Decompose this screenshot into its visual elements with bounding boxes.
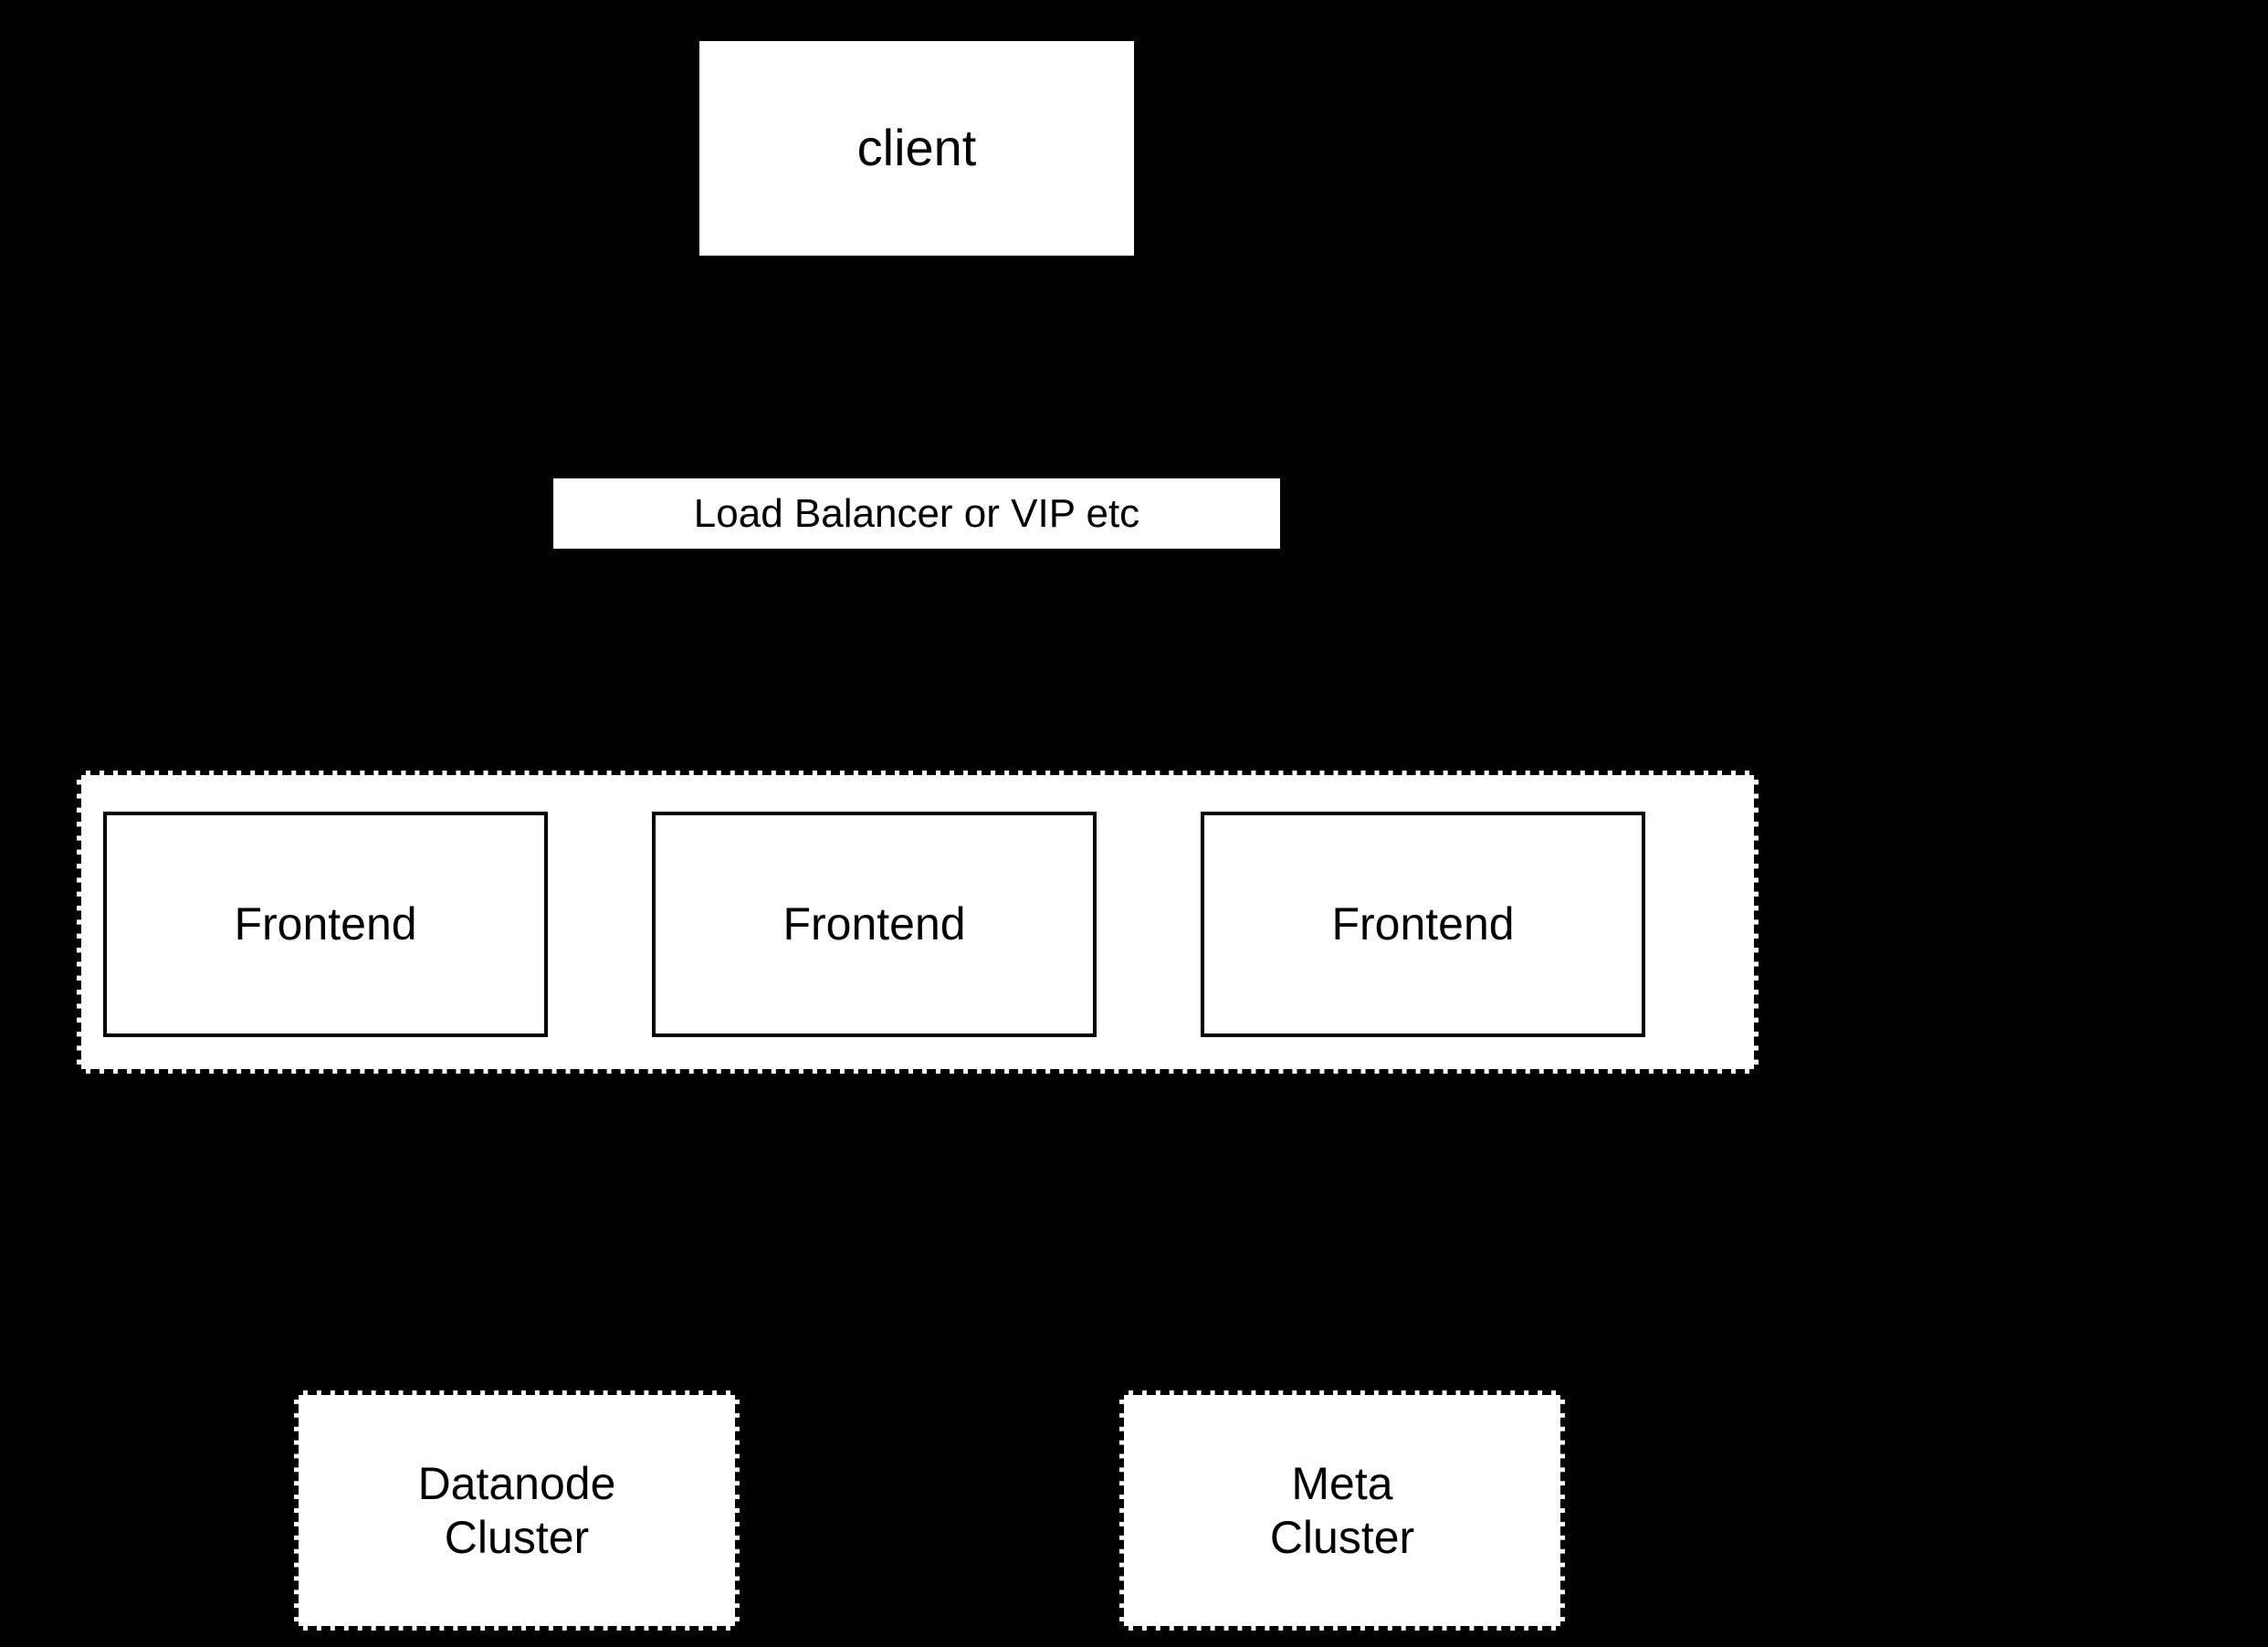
- node-frontend-3-label: Frontend: [1331, 898, 1515, 949]
- node-client[interactable]: client: [699, 41, 1134, 256]
- node-frontend-2[interactable]: Frontend: [652, 812, 1097, 1037]
- node-datanode-cluster-label: Datanode Cluster: [417, 1457, 616, 1563]
- node-meta-cluster-label: Meta Cluster: [1269, 1457, 1415, 1563]
- node-frontend-1[interactable]: Frontend: [103, 812, 548, 1037]
- node-meta-cluster[interactable]: Meta Cluster: [1119, 1390, 1565, 1631]
- node-frontend-3[interactable]: Frontend: [1201, 812, 1645, 1037]
- node-datanode-cluster[interactable]: Datanode Cluster: [294, 1390, 740, 1631]
- node-frontend-group[interactable]: Frontend Frontend Frontend: [77, 771, 1759, 1074]
- node-frontend-2-label: Frontend: [782, 898, 966, 949]
- node-load-balancer[interactable]: Load Balancer or VIP etc: [553, 478, 1280, 549]
- node-frontend-1-label: Frontend: [234, 898, 417, 949]
- node-load-balancer-label: Load Balancer or VIP etc: [693, 490, 1140, 536]
- node-client-label: client: [856, 119, 977, 177]
